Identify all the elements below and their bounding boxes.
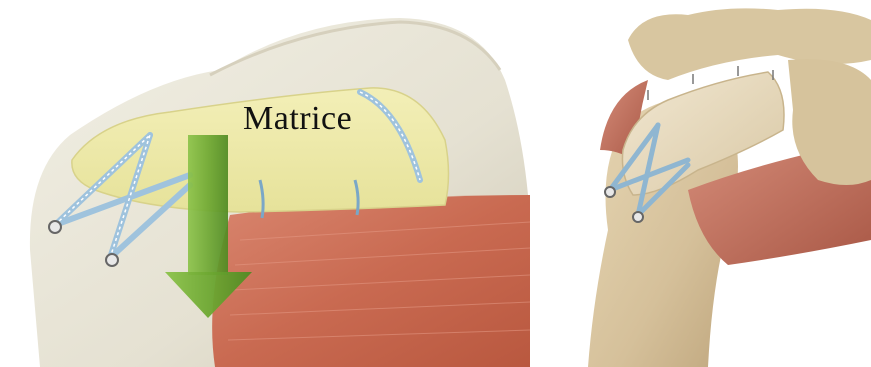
rotator-cuff-muscle bbox=[212, 195, 530, 367]
shoulder-joint-illustration bbox=[548, 0, 871, 367]
matrix-label: Matrice bbox=[243, 100, 352, 138]
left-illustration-panel: Matrice bbox=[0, 0, 540, 367]
humeral-head-illustration bbox=[0, 0, 540, 367]
anchor-hole bbox=[106, 254, 118, 266]
anchor-hole bbox=[605, 187, 615, 197]
anchor-hole bbox=[633, 212, 643, 222]
right-illustration-panel bbox=[548, 0, 871, 367]
anchor-hole bbox=[49, 221, 61, 233]
